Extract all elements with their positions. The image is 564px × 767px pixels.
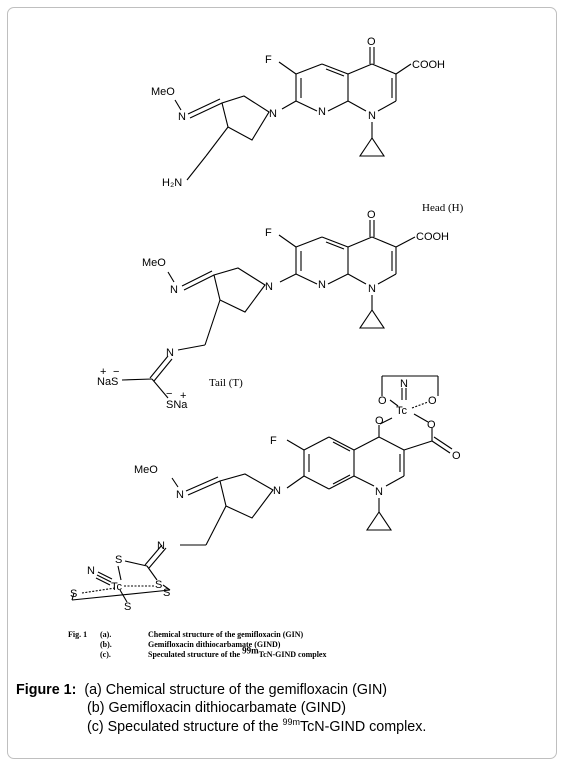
- atom-o-a: O: [367, 36, 376, 48]
- atom-o-keto-c: O: [375, 415, 384, 427]
- head-label: Head (H): [422, 202, 464, 214]
- caption-line-c: (c) Speculated structure of the 99mTcN-G…: [87, 717, 427, 735]
- sulfur-4-c: S: [163, 587, 170, 599]
- atom-n-pyridine-b: N: [318, 279, 326, 291]
- atom-n-pyridine-a: N: [318, 106, 326, 118]
- sodium-thiolate-1: NaS: [97, 376, 118, 388]
- atom-o-carboxyl-c: O: [427, 419, 436, 431]
- sulfur-5-c: S: [124, 601, 131, 613]
- atom-o-tc2-c: O: [428, 395, 437, 407]
- amine-a: H₂N: [162, 177, 182, 189]
- charge-sna-minus: −: [166, 388, 172, 400]
- inner-item-a-text: Chemical structure of the gemifloxacin (…: [148, 630, 304, 639]
- atom-n-oxime-b: N: [170, 284, 178, 296]
- cooh-a: COOH: [412, 59, 445, 71]
- figure-caption: Figure 1: (a) Chemical structure of the …: [16, 681, 556, 736]
- inner-item-c-text: Speculated structure of the 99mTcN-GIND …: [148, 645, 327, 659]
- structure-c: [71, 375, 453, 603]
- atom-n-top-c: N: [400, 378, 408, 390]
- atom-n-quinolone-a: N: [368, 110, 376, 122]
- atom-n-quinolone-b: N: [368, 283, 376, 295]
- atom-o-carbonyl-c: O: [452, 450, 461, 462]
- atom-n-oxime-c: N: [176, 489, 184, 501]
- sodium-thiolate-2: SNa: [166, 399, 188, 411]
- sulfur-1-c: S: [115, 554, 122, 566]
- caption-line-a: (a) Chemical structure of the gemifloxac…: [84, 682, 388, 698]
- technetium-bottom: Tc: [111, 581, 123, 593]
- cooh-b: COOH: [416, 231, 449, 243]
- atom-n-imine-b: N: [166, 347, 174, 359]
- technetium-top: Tc: [396, 405, 408, 417]
- figure-frame: [7, 7, 557, 759]
- atom-n-oxime-a: N: [178, 111, 186, 123]
- inner-item-b-text: Gemifloxacin dithiocarbamate (GIND): [148, 640, 281, 649]
- structure-a: [174, 47, 412, 181]
- charge-nas-plus: +: [100, 366, 106, 378]
- caption-line-b: (b) Gemifloxacin dithiocarbamate (GIND): [87, 700, 347, 717]
- inner-item-a-label: (a).: [100, 630, 112, 639]
- atom-n-pyrrolidine-b: N: [265, 281, 273, 293]
- sulfur-2-c: S: [155, 579, 162, 591]
- atom-n-pyrrolidine-a: N: [269, 108, 277, 120]
- atom-n-pyrrolidine-c: N: [273, 485, 281, 497]
- atom-o-b: O: [367, 209, 376, 221]
- atom-n-quinolone-c: N: [375, 486, 383, 498]
- charge-sna-plus: +: [180, 390, 186, 402]
- structure-b: [121, 220, 416, 399]
- tail-label: Tail (T): [209, 377, 243, 389]
- methoxy-b: MeO: [142, 257, 166, 269]
- methoxy-c: MeO: [134, 464, 158, 476]
- inner-fig-label: Fig. 1: [68, 630, 88, 639]
- inner-figure-caption: Fig. 1 (a). Chemical structure of the ge…: [68, 630, 468, 666]
- chemical-structures-figure: F O COOH N N N MeO N H₂N F O COOH N N N …: [70, 36, 464, 613]
- methoxy-a: MeO: [151, 86, 175, 98]
- charge-nas-minus: −: [113, 366, 119, 378]
- sulfur-3-c: S: [70, 588, 77, 600]
- atom-f-b: F: [265, 227, 272, 239]
- atom-o-tc1-c: O: [378, 395, 387, 407]
- atom-n-imine-c: N: [157, 540, 165, 552]
- inner-item-b-label: (b).: [100, 640, 112, 649]
- atom-f-c: F: [270, 435, 277, 447]
- atom-f-a: F: [265, 54, 272, 66]
- inner-item-c-label: (c).: [100, 650, 111, 659]
- atom-n-tc-c: N: [87, 565, 95, 577]
- caption-label: Figure 1:: [16, 682, 77, 698]
